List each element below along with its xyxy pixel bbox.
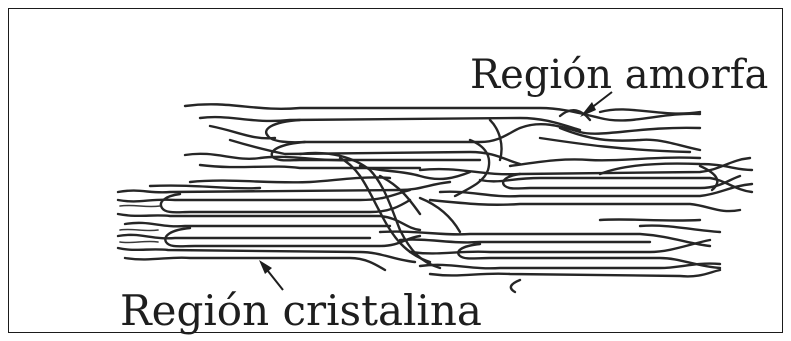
upper-lamella — [185, 104, 700, 168]
right-lamella — [420, 158, 752, 212]
amorphous-region-label: Región amorfa — [470, 55, 768, 95]
lower-lamella — [380, 219, 720, 292]
crystalline-region-label: Región cristalina — [120, 290, 482, 332]
